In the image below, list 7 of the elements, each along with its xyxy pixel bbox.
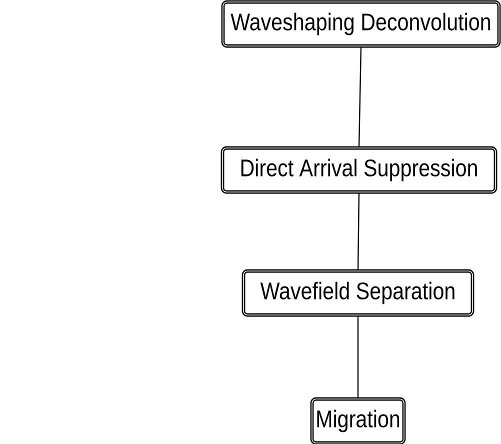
connector-line [357, 316, 359, 398]
connector-line [358, 46, 362, 148]
process-box: Wavefield Separation [242, 269, 474, 317]
connector-line [357, 192, 360, 270]
process-box: Migration [310, 397, 406, 444]
process-box: Waveshaping Deconvolution [221, 0, 501, 48]
process-box: Direct Arrival Suppression [220, 146, 498, 194]
